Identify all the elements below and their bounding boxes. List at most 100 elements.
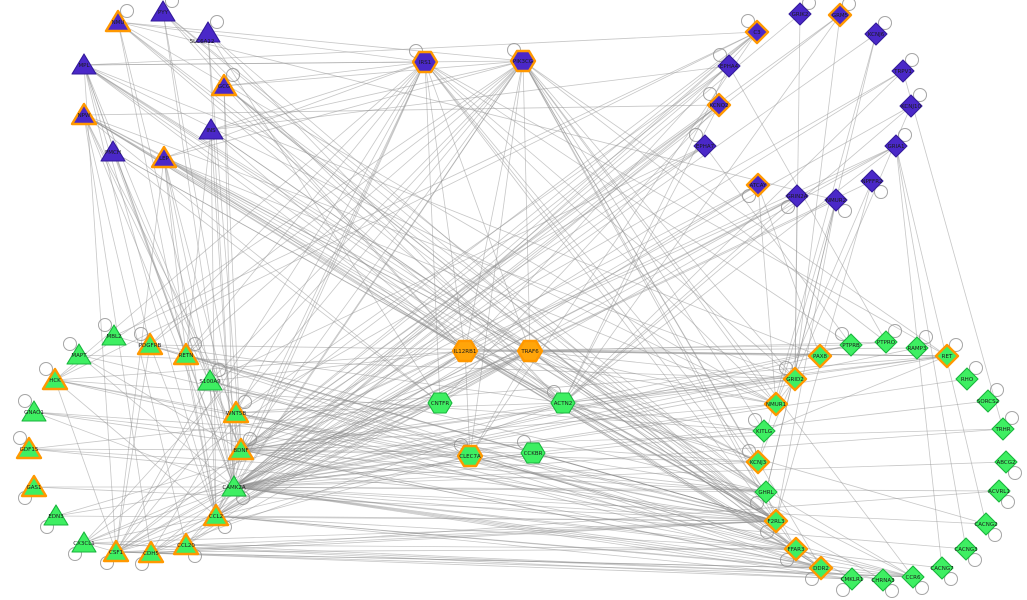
edge-C3-CCL2 — [215, 31, 758, 517]
node-EPHA7[interactable]: EPHA7 — [689, 128, 717, 158]
node-CAMK2A[interactable]: CAMK2A — [221, 475, 250, 505]
triangle-node-shape — [136, 332, 164, 356]
node-CCL2[interactable]: CCL2 — [202, 503, 232, 534]
node-GCG[interactable]: GCG — [210, 68, 240, 97]
node-MBL2[interactable]: MBL2 — [98, 318, 127, 346]
node-RET[interactable]: RET — [934, 338, 963, 369]
node-IL12RB1[interactable]: IL12RB1 — [451, 339, 479, 363]
node-GRIA1[interactable]: GRIA1 — [884, 128, 912, 158]
node-TRHR[interactable]: TRHR — [991, 411, 1019, 441]
node-KCNJ6[interactable]: KCNJ6 — [864, 16, 892, 46]
node-SLC6A12[interactable]: SLC6A12 — [190, 15, 224, 46]
node-PIK3CG[interactable]: PIK3CG — [507, 43, 537, 73]
node-CDH5[interactable]: CDH5 — [135, 540, 165, 571]
node-NMU[interactable]: NMU — [104, 4, 134, 33]
edge-TRPV1-TRHR — [902, 70, 1004, 430]
node-IRS1[interactable]: IRS1 — [409, 44, 439, 74]
edge-GAS1-F2RL3 — [33, 486, 777, 522]
node-CMKLR1[interactable]: CMKLR1 — [836, 567, 864, 597]
node-GDF15[interactable]: GDF15 — [13, 431, 43, 460]
edge-NMU-ACTN2 — [117, 21, 564, 404]
node-MAPT[interactable]: MAPT — [63, 337, 92, 365]
edge-TRAF6-PTPRO — [529, 341, 887, 352]
node-C3[interactable]: C3 — [741, 14, 770, 45]
hexagon-node-shape — [550, 392, 576, 414]
node-CSF1[interactable]: CSF1 — [100, 539, 130, 570]
node-PAX8[interactable]: PAX8 — [807, 343, 833, 369]
node-CX3CL1[interactable]: CX3CL1 — [68, 531, 97, 561]
node-PTPRO[interactable]: PTPRO — [874, 324, 902, 354]
node-FFAR3[interactable]: FFAR3 — [780, 536, 809, 567]
self-loop-edge — [238, 395, 252, 409]
edge-NPW-CAMK2A — [83, 114, 235, 488]
node-S100A9[interactable]: S100A9 — [197, 363, 226, 391]
node-CCL20[interactable]: CCL20 — [172, 532, 202, 563]
edge-PIK3CG-PTPRO — [522, 60, 887, 343]
self-loop-edge — [1005, 411, 1019, 425]
node-LEP[interactable]: LEP — [150, 145, 178, 169]
node-EDN3[interactable]: EDN3 — [40, 504, 69, 534]
edge-IRS1-GHRL — [424, 61, 767, 493]
node-PTPRB[interactable]: PTPRB — [835, 327, 863, 357]
self-loop-edge — [838, 204, 852, 218]
node-CACNG2[interactable]: CACNG2 — [974, 512, 1002, 542]
node-label: MPL — [78, 63, 90, 69]
node-NPW[interactable]: NPW — [70, 102, 98, 126]
node-GRID2[interactable]: GRID2 — [779, 361, 808, 392]
node-GRIK2[interactable]: GRIK2 — [788, 0, 816, 26]
node-INS[interactable]: INS — [198, 118, 224, 140]
diamond-node-shape — [717, 54, 741, 78]
node-GNAO1[interactable]: GNAO1 — [18, 394, 47, 422]
node-RETN[interactable]: RETN — [172, 337, 202, 366]
node-CACNG7[interactable]: CACNG7 — [930, 556, 958, 586]
node-TRPV1[interactable]: TRPV1 — [891, 53, 919, 83]
triangle-node-shape — [150, 0, 176, 22]
node-NPFFR2[interactable]: NPFFR2 — [860, 169, 888, 199]
node-ACVRL1[interactable]: ACVRL1 — [987, 479, 1015, 509]
node-CNTFR[interactable]: CNTFR — [427, 392, 453, 414]
node-KCNJ10[interactable]: KCNJ10 — [899, 88, 927, 118]
node-GRIN2A[interactable]: GRIN2A — [781, 184, 809, 214]
node-SORCS2[interactable]: SORCS2 — [976, 383, 1004, 413]
edge-CAMK2A-CACNG7 — [233, 486, 943, 569]
node-ATCAY[interactable]: ATCAY — [742, 172, 771, 203]
node-DDR2[interactable]: DDR2 — [805, 555, 834, 586]
edge-MPL-CSF1 — [83, 64, 117, 553]
edge-HCK-KITLG — [54, 379, 765, 432]
node-ABCG2[interactable]: ABCG2 — [994, 450, 1022, 480]
edge-IRS1-TRAF6 — [424, 61, 531, 352]
node-PDGFRB[interactable]: PDGFRB — [134, 327, 164, 356]
node-CHRNA3[interactable]: CHRNA3 — [871, 568, 899, 598]
node-CACNG3[interactable]: CACNG3 — [954, 537, 982, 567]
node-PYY[interactable]: PYY — [150, 0, 179, 22]
edge-EPHA4-WNT5B — [235, 65, 730, 414]
node-GAS1[interactable]: GAS1 — [18, 474, 48, 505]
node-label: CACNG3 — [954, 547, 978, 553]
node-HCK[interactable]: HCK — [39, 362, 69, 391]
node-PMCH[interactable]: PMCH — [100, 140, 126, 162]
node-KCNQ2[interactable]: KCNQ2 — [703, 87, 732, 118]
node-NMUR1[interactable]: NMUR1 — [763, 391, 789, 417]
node-CCKBR[interactable]: CCKBR — [517, 435, 546, 464]
node-KCNJ3[interactable]: KCNJ3 — [742, 444, 771, 475]
node-CLEC7A[interactable]: CLEC7A — [454, 438, 484, 468]
node-RHO[interactable]: RHO — [955, 361, 983, 391]
node-GRM5[interactable]: GRM5 — [827, 0, 856, 28]
diamond-node-shape — [976, 389, 1000, 413]
node-label: RETN — [179, 353, 194, 359]
node-WNT5B[interactable]: WNT5B — [222, 395, 252, 424]
node-KITLG[interactable]: KITLG — [748, 413, 776, 443]
node-RAMP3[interactable]: RAMP3 — [905, 330, 933, 360]
node-GHRL[interactable]: GHRL — [750, 480, 778, 510]
node-F2RL3[interactable]: F2RL3 — [760, 508, 789, 539]
node-TRAF6[interactable]: TRAF6 — [516, 339, 544, 363]
node-ACTN2[interactable]: ACTN2 — [547, 385, 576, 414]
node-NMUR2[interactable]: NMUR2 — [824, 188, 852, 218]
node-EPHA4[interactable]: EPHA4 — [713, 48, 741, 78]
node-MPL[interactable]: MPL — [71, 53, 97, 75]
node-BDNF[interactable]: BDNF — [227, 432, 257, 461]
node-CCR6[interactable]: CCR6 — [901, 565, 929, 595]
edge-RETN-FFAR3 — [185, 354, 797, 550]
